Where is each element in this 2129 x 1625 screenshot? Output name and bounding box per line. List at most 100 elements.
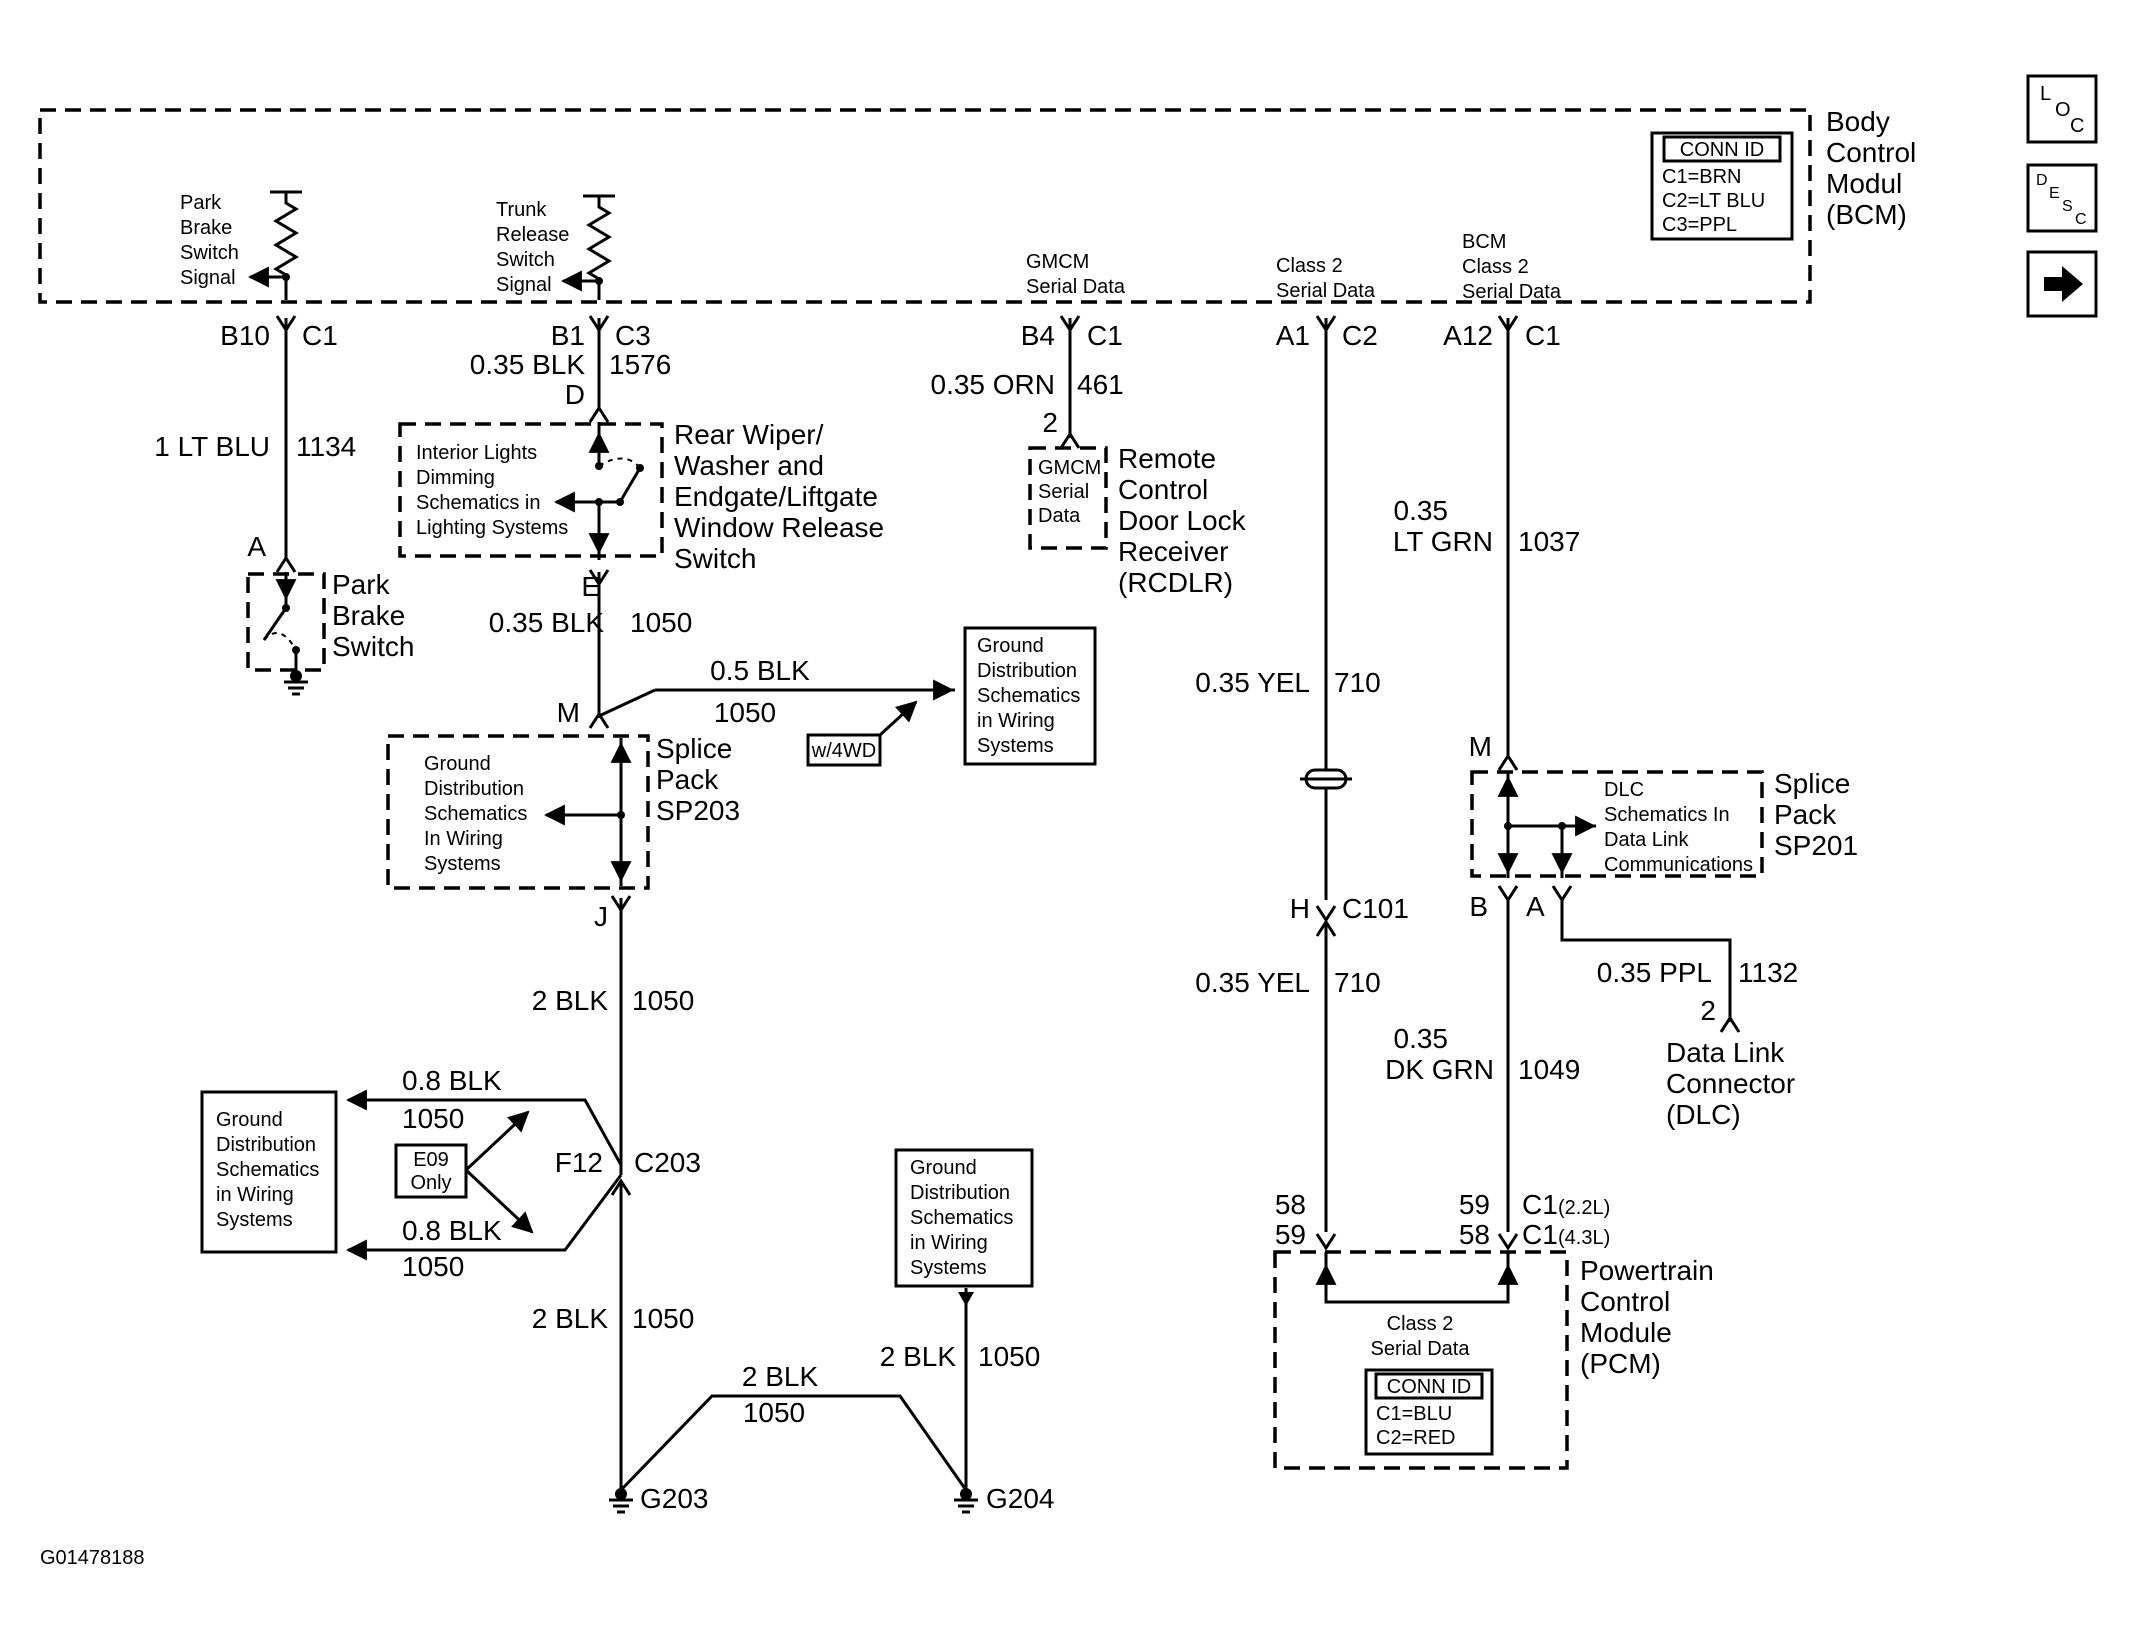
ground-ref-top-line2: Distribution bbox=[977, 660, 1077, 682]
wire-1050-g-color: 2 BLK bbox=[742, 1361, 819, 1392]
wiper-switch-label-line4: Window Release bbox=[674, 512, 884, 543]
wire-1050-h-number: 1050 bbox=[978, 1341, 1040, 1372]
sp203-pin-m: M bbox=[557, 697, 580, 728]
gmcm-ref-line3: Data bbox=[1038, 505, 1081, 527]
wiper-switch-label-line3: Endgate/Liftgate bbox=[674, 481, 878, 512]
ground-ref-bottom-line4: in Wiring bbox=[910, 1232, 988, 1254]
sp203-outline bbox=[386, 734, 650, 890]
wire-710-a-color: 0.35 YEL bbox=[1195, 667, 1310, 698]
pcm-connector-c1-22l-note: (2.2L) bbox=[1558, 1197, 1610, 1219]
sp203-ref-line4: In Wiring bbox=[424, 828, 503, 850]
dlc-ref-line3: Data Link bbox=[1604, 829, 1689, 851]
ground-ref-left-line4: in Wiring bbox=[216, 1184, 294, 1206]
park-signal-line3: Switch bbox=[180, 242, 239, 264]
park-switch-pin-a: A bbox=[247, 531, 266, 562]
ground-ref-bottom-line3: Schematics bbox=[910, 1207, 1013, 1229]
ground-ref-left-line2: Distribution bbox=[216, 1134, 316, 1156]
interior-ref-line4: Lighting Systems bbox=[416, 517, 568, 539]
gmcm-signal-line2: Serial Data bbox=[1026, 276, 1126, 298]
wiper-pin-e: E bbox=[581, 571, 600, 602]
dlc-label-line3: (DLC) bbox=[1666, 1099, 1741, 1130]
desc-letter-d: D bbox=[2036, 172, 2048, 189]
wiper-switch-label-line5: Switch bbox=[674, 543, 756, 574]
bcm-module: Body Control Modul (BCM) CONN ID C1=BRN … bbox=[38, 106, 1916, 304]
loc-letter-o: O bbox=[2055, 99, 2071, 121]
interior-ref-line2: Dimming bbox=[416, 467, 495, 489]
pcm-conn-id: CONN ID C1=BLU C2=RED bbox=[1364, 1368, 1494, 1456]
rcdlr-label-line5: (RCDLR) bbox=[1118, 567, 1233, 598]
arrow-right-icon bbox=[2044, 266, 2083, 302]
sp203-ref-line5: Systems bbox=[424, 853, 501, 875]
park-switch-ground-icon bbox=[284, 670, 308, 696]
trunk-release-resistor bbox=[560, 194, 615, 300]
sp203-label-line1: Splice bbox=[656, 733, 732, 764]
next-button[interactable] bbox=[2026, 250, 2098, 318]
ground-ref-top-line3: Schematics bbox=[977, 685, 1080, 707]
class2-710-circuit: A1 C2 0.35 YEL 710 H C101 0.35 YEL 710 bbox=[1195, 315, 1409, 1232]
wire-1050-j-number: 1050 bbox=[632, 985, 694, 1016]
trunk-signal-line4: Signal bbox=[496, 274, 552, 296]
wire-1134-number: 1134 bbox=[296, 431, 356, 462]
desc-letter-s: S bbox=[2062, 198, 2073, 215]
w4wd-badge bbox=[806, 733, 882, 767]
loc-letter-c: C bbox=[2070, 115, 2084, 137]
park-signal-line1: Park bbox=[180, 192, 222, 214]
wire-710-b-number: 710 bbox=[1334, 967, 1381, 998]
wire-1050-b-color: 0.8 BLK bbox=[402, 1215, 502, 1246]
ground-ref-top-box bbox=[963, 626, 1097, 766]
ground-ref-bottom-line2: Distribution bbox=[910, 1182, 1010, 1204]
connector-c2: C2 bbox=[1342, 320, 1378, 351]
ground-ref-left-line5: Systems bbox=[216, 1209, 293, 1231]
connector-c1-b: C1 bbox=[1087, 320, 1123, 351]
wire-461-color: 0.35 ORN bbox=[931, 369, 1056, 400]
ground-ref-left-line1: Ground bbox=[216, 1109, 283, 1131]
wire-1134-color: 1 LT BLU bbox=[154, 431, 270, 462]
bcm-conn-id-title: CONN ID bbox=[1680, 139, 1764, 161]
wire-1050-m-color: 0.5 BLK bbox=[710, 655, 810, 686]
bcm-conn-id-title-frame bbox=[1662, 135, 1782, 163]
wire-1049-color-line1: 0.35 bbox=[1394, 1023, 1449, 1054]
dlc-ref-line2: Schematics In bbox=[1604, 804, 1730, 826]
ground-ref-bottom-line1: Ground bbox=[910, 1157, 977, 1179]
ground-g204: G204 bbox=[986, 1483, 1055, 1514]
wire-1050-a-color: 0.8 BLK bbox=[402, 1065, 502, 1096]
park-switch-label-line3: Switch bbox=[332, 631, 414, 662]
pcm-signal-line2: Serial Data bbox=[1371, 1338, 1471, 1360]
pin-a12: A12 bbox=[1443, 320, 1493, 351]
pcm-label-line4: (PCM) bbox=[1580, 1348, 1661, 1379]
trunk-signal-line3: Switch bbox=[496, 249, 555, 271]
e09-badge bbox=[394, 1143, 468, 1199]
wire-1132-color: 0.35 PPL bbox=[1597, 957, 1712, 988]
pcm-pin-right-58: 58 bbox=[1459, 1219, 1490, 1250]
pin-b1: B1 bbox=[551, 320, 585, 351]
desc-button[interactable]: D E S C bbox=[2026, 163, 2098, 233]
trunk-release-circuit: B1 C3 0.35 BLK 1576 D Interior Lights Di… bbox=[398, 315, 884, 718]
pcm-conn-id-title: CONN ID bbox=[1387, 1376, 1471, 1398]
interior-ref-line1: Interior Lights bbox=[416, 442, 537, 464]
sp203-ref-line1: Ground bbox=[424, 753, 491, 775]
wire-1576-color: 0.35 BLK bbox=[470, 349, 586, 380]
bcm-title-line4: (BCM) bbox=[1826, 199, 1907, 230]
ground-ref-left-line3: Schematics bbox=[216, 1159, 319, 1181]
bcm-conn-id: CONN ID C1=BRN C2=LT BLU C3=PPL bbox=[1650, 131, 1794, 241]
wire-1049-number: 1049 bbox=[1518, 1054, 1580, 1085]
wire-1050-e-number: 1050 bbox=[630, 607, 692, 638]
g204-ground-icon bbox=[954, 1488, 978, 1514]
sp201-pin-m: M bbox=[1469, 731, 1492, 762]
e09-label-line1: E09 bbox=[413, 1149, 449, 1171]
sp203-pin-j: J bbox=[594, 901, 608, 932]
wire-1050-m-number: 1050 bbox=[714, 697, 776, 728]
w4wd-label: w/4WD bbox=[811, 740, 876, 762]
ground-ref-bottom-line5: Systems bbox=[910, 1257, 987, 1279]
park-switch-label-line2: Brake bbox=[332, 600, 405, 631]
loc-button[interactable]: L O C bbox=[2026, 74, 2098, 144]
wiper-switch-label-line2: Washer and bbox=[674, 450, 824, 481]
pcm-connector-c1-22l: C1 bbox=[1522, 1189, 1558, 1220]
wire-710-b-color: 0.35 YEL bbox=[1195, 967, 1310, 998]
sp203-ref-line2: Distribution bbox=[424, 778, 524, 800]
dlc-ref-line4: Communications bbox=[1604, 854, 1753, 876]
sp203-ref-line3: Schematics bbox=[424, 803, 527, 825]
park-switch-label-line1: Park bbox=[332, 569, 391, 600]
sp201-label-line3: SP201 bbox=[1774, 830, 1858, 861]
connector-c101: C101 bbox=[1342, 893, 1409, 924]
